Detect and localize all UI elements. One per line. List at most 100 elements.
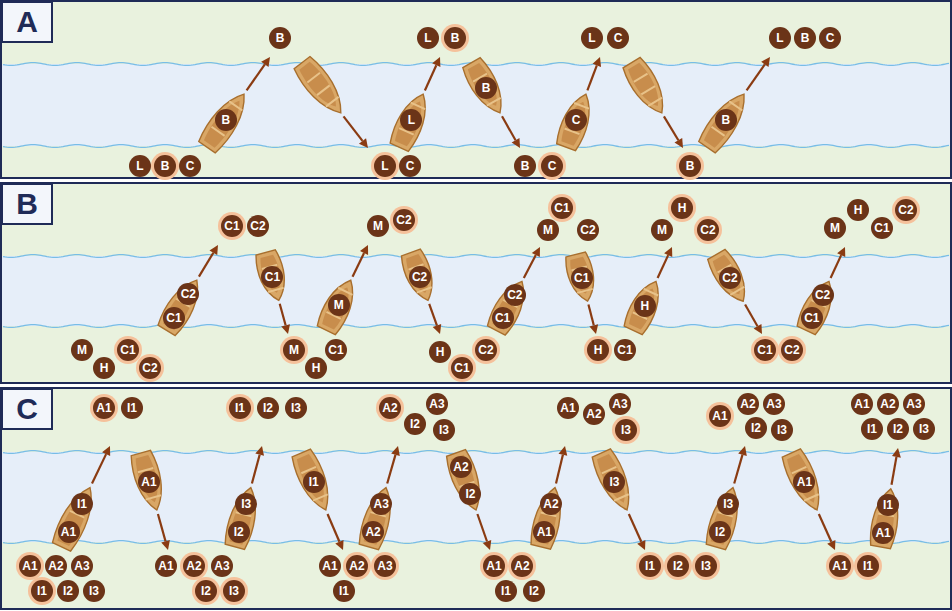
token-circle: H xyxy=(587,339,609,361)
arrow-head xyxy=(754,324,762,334)
boat-hull xyxy=(388,89,435,152)
token-label: C1 xyxy=(166,312,181,324)
boat xyxy=(50,482,101,552)
token-circle: I1 xyxy=(229,397,251,419)
token-circle: A1 xyxy=(483,555,505,577)
token-label: C2 xyxy=(722,272,737,284)
boat xyxy=(706,248,755,307)
token-label: B xyxy=(161,160,170,172)
token-label: C1 xyxy=(328,344,343,356)
boat xyxy=(621,56,673,119)
token-label: H xyxy=(640,300,649,312)
token-label: C xyxy=(614,32,623,44)
crossing-arrow xyxy=(387,455,395,484)
boat xyxy=(795,276,841,336)
boat xyxy=(223,484,263,550)
crossing-arrow xyxy=(429,304,437,326)
arrow-head xyxy=(359,138,368,148)
token-circle: A2 xyxy=(183,555,205,577)
token-circle: B xyxy=(794,27,816,49)
token-label: A2 xyxy=(48,560,63,572)
boat-inside xyxy=(258,254,285,295)
arrow-head xyxy=(335,540,343,550)
crossing-arrow xyxy=(556,455,563,484)
arrow-head xyxy=(837,247,845,257)
token-label: L xyxy=(588,32,595,44)
token-label: I3 xyxy=(609,476,619,488)
boat xyxy=(485,276,533,337)
token-label: C2 xyxy=(412,271,427,283)
boat-seat xyxy=(417,287,432,292)
arrow-head xyxy=(589,324,598,334)
boat-inside xyxy=(202,96,246,149)
token-circle: C xyxy=(541,155,563,177)
boat xyxy=(461,56,511,119)
token-label: L xyxy=(381,160,388,172)
token-label: A1 xyxy=(560,402,575,414)
token-circle: B xyxy=(215,109,237,131)
token-label: C2 xyxy=(478,344,493,356)
token-label: I2 xyxy=(465,488,475,500)
boat-inside xyxy=(449,454,481,505)
boat-hull xyxy=(50,482,101,552)
token-circle: I1 xyxy=(857,555,879,577)
token-circle: I3 xyxy=(223,580,245,602)
token-circle: A2 xyxy=(346,555,368,577)
token-circle: L xyxy=(374,155,396,177)
token-label: I1 xyxy=(235,402,245,414)
boat-seat xyxy=(317,85,330,95)
token-circle: B xyxy=(269,27,291,49)
panel-label: C xyxy=(1,388,53,430)
token-circle: A3 xyxy=(609,393,631,415)
token-circle: I2 xyxy=(195,580,217,602)
token-circle: I3 xyxy=(433,419,455,441)
token-circle: I1 xyxy=(495,580,517,602)
boat-inside xyxy=(568,256,594,295)
boat-seat xyxy=(574,103,589,109)
token-circle: A1 xyxy=(829,555,851,577)
token-label: I2 xyxy=(529,585,539,597)
boat xyxy=(129,450,169,514)
token-circle: H xyxy=(634,295,656,317)
boat-seat xyxy=(326,97,339,107)
boat-inside xyxy=(491,285,526,331)
panel-letter: C xyxy=(16,394,38,424)
token-circle: A1 xyxy=(709,405,731,427)
boat xyxy=(554,90,597,152)
panel-border xyxy=(1,1,951,178)
token-label: I1 xyxy=(501,585,511,597)
token-label: M xyxy=(543,224,553,236)
token-label: C2 xyxy=(142,362,157,374)
token-label: A1 xyxy=(854,398,869,410)
token-label: C xyxy=(826,32,835,44)
token-label: A3 xyxy=(429,398,444,410)
token-circle: A2 xyxy=(737,393,759,415)
token-label: A1 xyxy=(61,526,76,538)
token-label: I3 xyxy=(241,498,251,510)
token-label: A1 xyxy=(322,560,337,572)
token-label: A2 xyxy=(365,526,380,538)
token-label: L xyxy=(424,32,431,44)
token-circle: I2 xyxy=(57,580,79,602)
token-circle: A1 xyxy=(93,397,115,419)
boat xyxy=(622,276,668,336)
token-label: A2 xyxy=(880,398,895,410)
crossing-arrow xyxy=(664,116,678,140)
boat xyxy=(315,275,362,336)
token-label: A3 xyxy=(612,398,627,410)
boat-hull xyxy=(223,484,263,550)
token-circle: H xyxy=(671,197,693,219)
crossing-arrow xyxy=(658,255,669,278)
token-circle: C xyxy=(819,27,841,49)
token-circle: B xyxy=(514,155,536,177)
token-label: C1 xyxy=(574,272,589,284)
crossing-arrow xyxy=(745,304,757,326)
token-label: A3 xyxy=(766,398,781,410)
token-label: B xyxy=(451,32,460,44)
arrow-head xyxy=(483,540,491,550)
arrow-head xyxy=(261,57,270,67)
token-label: A3 xyxy=(214,560,229,572)
boat-seat xyxy=(307,73,320,83)
boat-hull xyxy=(780,448,828,515)
token-label: A1 xyxy=(537,526,552,538)
